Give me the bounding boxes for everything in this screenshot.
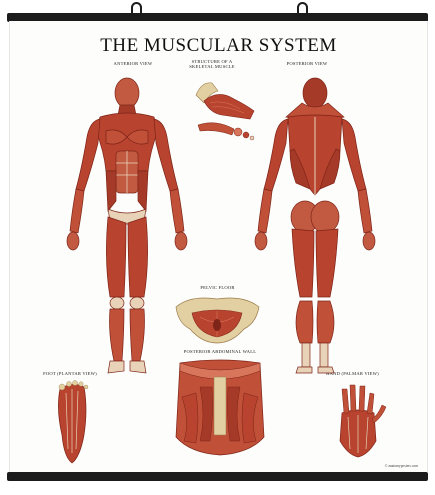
- foot-heading: FOOT (PLANTAR VIEW): [43, 371, 97, 376]
- bottom-hanger-rail: [7, 472, 428, 481]
- structure-heading-line-2: SKELETAL MUSCLE: [189, 64, 235, 69]
- pelvic-floor-heading: PELVIC FLOOR: [200, 285, 235, 290]
- structure-heading: STRUCTURE OF A SKELETAL MUSCLE: [182, 59, 242, 69]
- posterior-view-heading: POSTERIOR VIEW: [286, 61, 328, 66]
- anterior-muscle-figure: [66, 77, 188, 374]
- poster-title: THE MUSCULAR SYSTEM: [100, 35, 337, 56]
- posterior-muscle-figure: [254, 77, 376, 374]
- posterior-abdominal-wall-heading: POSTERIOR ABDOMINAL WALL: [183, 349, 257, 354]
- hand-heading: HAND (PALMAR VIEW): [326, 371, 379, 376]
- skeletal-muscle-structure-diagram: [195, 82, 255, 141]
- poster-footer-credit: © anatomyposters.com: [384, 464, 418, 468]
- foot-plantar-diagram: [58, 380, 89, 464]
- hand-palmar-diagram: [339, 384, 387, 458]
- left-hanger-hook: [131, 2, 142, 15]
- right-hanger-hook: [297, 2, 308, 15]
- pelvic-floor-diagram: [175, 297, 260, 344]
- structure-heading-line-1: STRUCTURE OF A: [191, 59, 233, 64]
- anterior-view-heading: ANTERIOR VIEW: [113, 61, 153, 66]
- muscular-system-poster: THE MUSCULAR SYSTEM ANTERIOR VIEW STRUCT…: [9, 21, 428, 472]
- top-hanger-rail: [7, 13, 428, 22]
- posterior-abdominal-wall-diagram: [175, 359, 265, 456]
